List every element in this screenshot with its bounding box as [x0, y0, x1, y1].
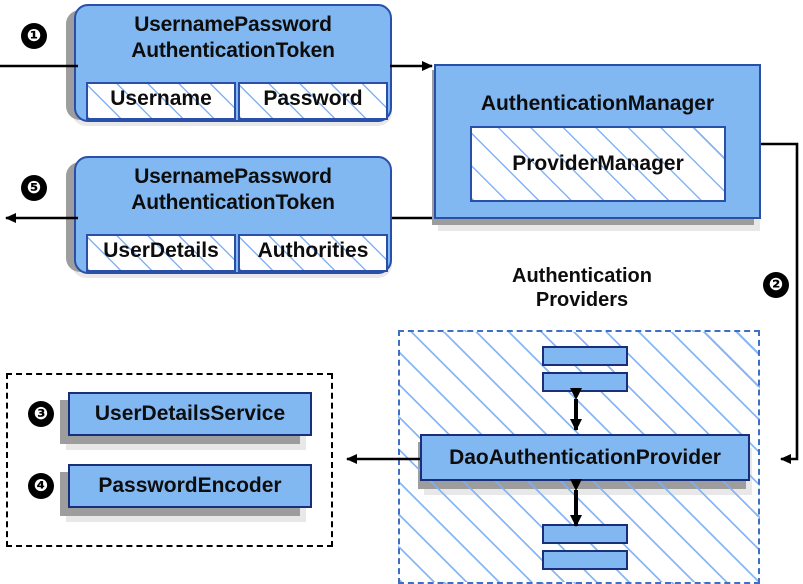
response-token-slot-userdetails[interactable]: UserDetails: [86, 234, 236, 272]
badge-step-4: ❹: [28, 473, 54, 499]
authentication-providers-label-line1: Authentication: [512, 265, 652, 287]
user-details-service-card[interactable]: UserDetailsService: [68, 392, 312, 436]
request-token-card[interactable]: UsernamePassword AuthenticationToken Use…: [74, 4, 392, 122]
provider-stub-bottom-2[interactable]: [542, 550, 628, 570]
authentication-manager-card[interactable]: AuthenticationManager ProviderManager: [434, 64, 761, 219]
line-manager-to-provider: [761, 142, 799, 464]
response-token-title-line2: AuthenticationToken: [131, 191, 335, 214]
provider-manager-box[interactable]: ProviderManager: [470, 126, 726, 202]
provider-manager-label: ProviderManager: [512, 152, 684, 175]
badge-step-3: ❸: [28, 401, 54, 427]
authentication-providers-label-line2: Providers: [535, 289, 629, 311]
badge-step-2: ❷: [763, 272, 789, 298]
request-token-slot-username[interactable]: Username: [86, 82, 236, 120]
request-token-title-line2: AuthenticationToken: [131, 39, 335, 62]
badge-step-1: ❶: [21, 23, 47, 49]
password-encoder-card[interactable]: PasswordEncoder: [68, 464, 312, 508]
badge-step-5: ❺: [21, 175, 47, 201]
request-token-title-line1: UsernamePassword: [134, 13, 332, 36]
dao-authentication-provider-label: DaoAuthenticationProvider: [449, 445, 721, 469]
provider-stub-top-2[interactable]: [542, 372, 628, 392]
response-token-title: UsernamePassword AuthenticationToken: [76, 164, 390, 216]
authentication-manager-title: AuthenticationManager: [480, 92, 715, 115]
request-token-title: UsernamePassword AuthenticationToken: [76, 12, 390, 64]
response-token-title-line1: UsernamePassword: [134, 165, 332, 188]
authentication-providers-label: Authentication Providers: [458, 264, 706, 312]
provider-stub-bottom-1[interactable]: [542, 524, 628, 544]
user-details-service-label: UserDetailsService: [94, 402, 286, 425]
password-encoder-label: PasswordEncoder: [98, 474, 282, 497]
dao-authentication-provider-card[interactable]: DaoAuthenticationProvider: [420, 434, 750, 481]
response-token-card[interactable]: UsernamePassword AuthenticationToken Use…: [74, 156, 392, 274]
request-token-slot-password[interactable]: Password: [238, 82, 388, 120]
provider-stub-top-1[interactable]: [542, 346, 628, 366]
response-token-slot-authorities[interactable]: Authorities: [238, 234, 388, 272]
supporting-beans-container: [6, 373, 333, 547]
